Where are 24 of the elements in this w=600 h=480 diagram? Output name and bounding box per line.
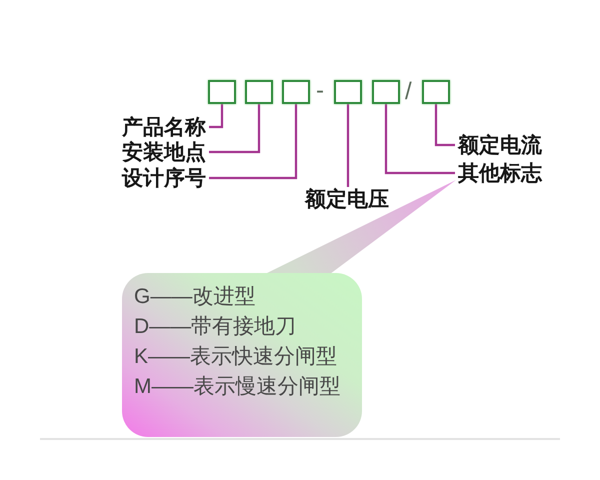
blank-box	[208, 80, 236, 104]
blank-box	[422, 80, 450, 104]
code-text: G——改进型	[134, 284, 256, 310]
code-text: D——带有接地刀	[134, 314, 296, 340]
field-label: 额定电流	[458, 133, 542, 157]
separator: /	[405, 79, 412, 105]
code-text: K——表示快速分闸型	[134, 344, 338, 370]
code-text: M——表示慢速分闸型	[134, 374, 340, 400]
blank-box	[282, 80, 310, 104]
leader-line	[434, 104, 455, 146]
leader-line	[209, 104, 260, 154]
blank-box	[372, 80, 400, 104]
leader-line	[209, 104, 224, 128]
field-label: 额定电压	[305, 187, 389, 211]
field-label: 产品名称	[122, 115, 206, 139]
blank-box	[245, 80, 273, 104]
field-label: 设计序号	[122, 166, 206, 190]
blank-box	[334, 80, 362, 104]
leader-line	[209, 104, 298, 180]
field-label: 其他标志	[458, 161, 542, 185]
leader-line	[384, 104, 455, 174]
leader-line	[346, 104, 350, 187]
separator: -	[316, 78, 324, 104]
field-label: 安装地点	[122, 140, 206, 164]
